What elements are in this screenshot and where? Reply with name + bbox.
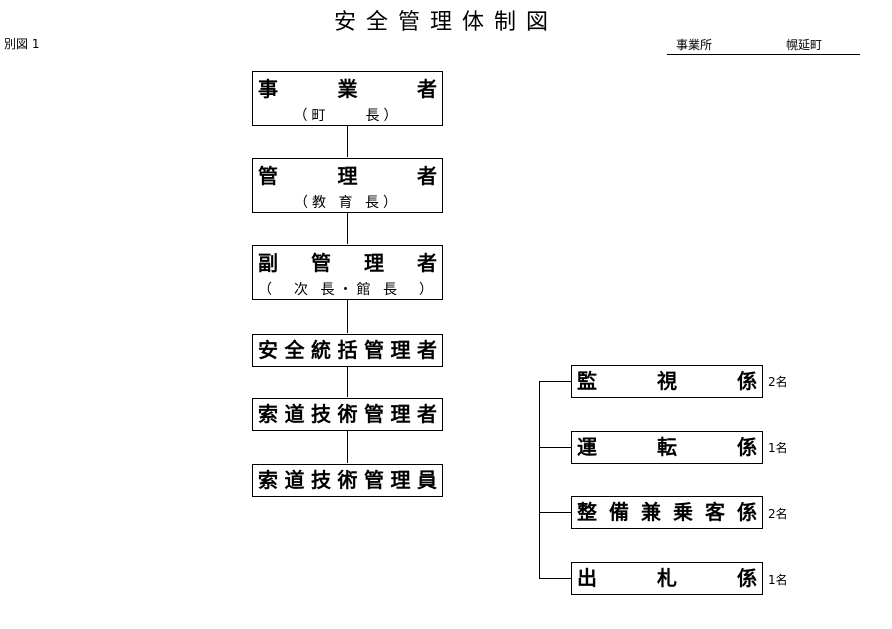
box-title: 索 道 技 術 管 理 員: [258, 468, 437, 492]
box-ropeway-technical-staff: 索 道 技 術 管 理 員: [252, 464, 443, 497]
staff-branch-line: [539, 512, 571, 513]
box-ropeway-technical-manager: 索 道 技 術 管 理 者: [252, 398, 443, 431]
box-maintenance-passenger-staff: 整 備 兼 乗 客 係: [571, 496, 763, 529]
office-value: 幌延町: [786, 38, 823, 52]
staff-count: 1名: [768, 441, 788, 455]
staff-branch-line: [539, 381, 571, 382]
staff-branch-line: [539, 578, 571, 579]
box-title: 運 転 係: [577, 435, 757, 459]
box-monitoring-staff: 監 視 係: [571, 365, 763, 398]
staff-count: 1名: [768, 573, 788, 587]
box-safety-general-manager: 安 全 統 括 管 理 者: [252, 334, 443, 367]
box-manager: 管 理 者 （教 育 長）: [252, 158, 443, 213]
box-business-operator: 事 業 者 （町 長）: [252, 71, 443, 126]
box-subtitle: （ 次 長・館 長 ）: [258, 282, 437, 298]
connector-line: [347, 430, 348, 463]
box-subtitle: （町 長）: [293, 108, 402, 124]
box-title: 出 札 係: [577, 566, 757, 590]
connector-line: [347, 299, 348, 333]
box-title: 管 理 者: [258, 164, 437, 188]
box-deputy-manager: 副 管 理 者 （ 次 長・館 長 ）: [252, 245, 443, 300]
connector-line: [347, 212, 348, 244]
box-title: 事 業 者: [258, 77, 437, 101]
box-title: 索 道 技 術 管 理 者: [258, 402, 437, 426]
box-ticket-staff: 出 札 係: [571, 562, 763, 595]
figure-reference: 別図 1: [4, 37, 40, 51]
office-underline: [667, 54, 860, 55]
staff-branch-line: [539, 447, 571, 448]
staff-bracket-line: [539, 381, 540, 578]
box-subtitle: （教 育 長）: [294, 195, 401, 211]
staff-count: 2名: [768, 507, 788, 521]
box-title: 副 管 理 者: [258, 251, 437, 275]
box-title: 監 視 係: [577, 369, 757, 393]
office-label: 事業所: [676, 38, 713, 52]
box-title: 安 全 統 括 管 理 者: [258, 338, 437, 362]
box-operation-staff: 運 転 係: [571, 431, 763, 464]
connector-line: [347, 125, 348, 157]
page-title: 安全管理体制図: [333, 10, 558, 35]
connector-line: [347, 366, 348, 397]
staff-count: 2名: [768, 375, 788, 389]
box-title: 整 備 兼 乗 客 係: [577, 500, 757, 524]
